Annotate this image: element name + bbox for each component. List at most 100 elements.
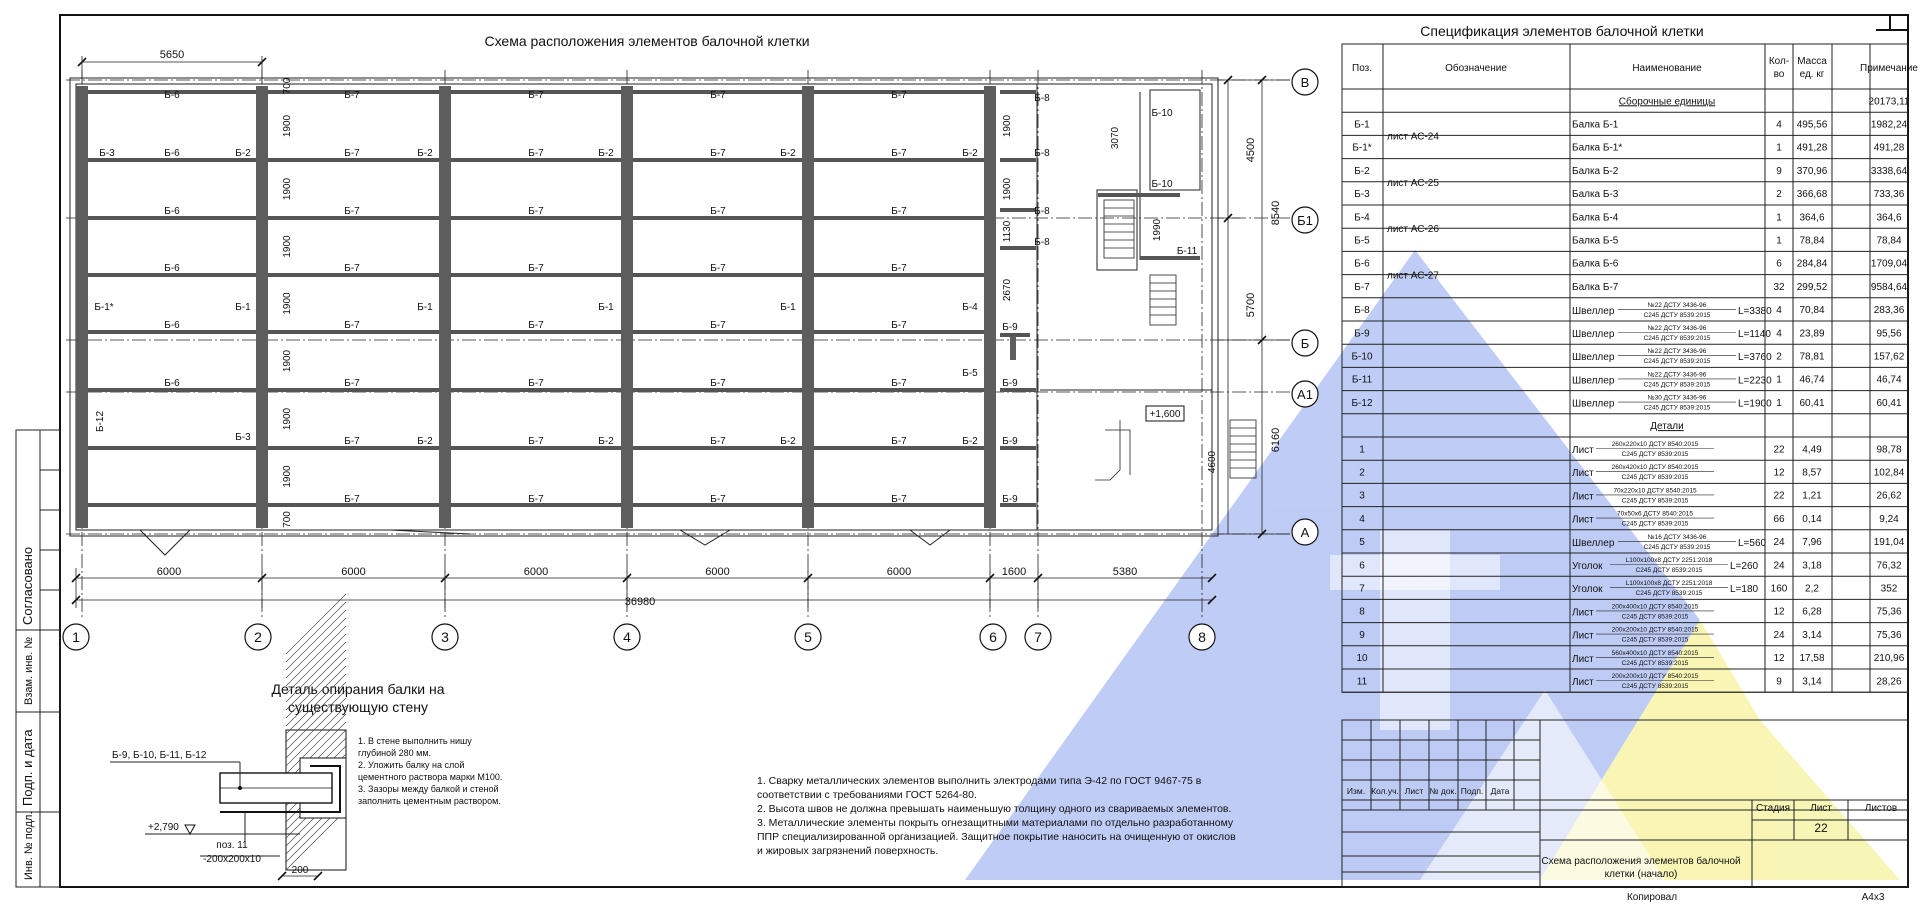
hatch-line (285, 713, 347, 775)
spec-cell-name: Балка Б-4 (1572, 212, 1619, 223)
hatch-line (285, 721, 347, 783)
beam-label: Б-7 (344, 90, 360, 101)
spec-fraction-top: L100х100х8 ДСТУ 2251:2018 (1626, 557, 1713, 564)
beam-label: Б-1 (235, 302, 251, 313)
spec-cell-mass: 0,14 (1802, 514, 1822, 525)
spec-cell-note: 491,28 (1874, 143, 1905, 154)
detail-callout: Б-9, Б-10, Б-11, Б-12 (112, 750, 207, 761)
spec-cell-pos: Б-1* (1352, 143, 1371, 154)
stamp-agreed: Согласовано (20, 547, 35, 625)
bay-dim: 5380 (1113, 566, 1137, 578)
spec-cell-mass: 3,18 (1802, 560, 1822, 571)
tb-col-label: Изм. (1347, 786, 1365, 796)
spec-fraction-bottom: С245 ДСТУ 8539:2015 (1644, 335, 1711, 342)
tb-stage: Стадия (1756, 803, 1790, 814)
beam-label: Б-2 (417, 148, 433, 159)
spec-length: L=3760 (1738, 352, 1772, 363)
beam-label: Б-7 (891, 378, 907, 389)
dim-annex: 4600 (1207, 450, 1218, 473)
beam-label: Б-8 (1034, 237, 1050, 248)
beam-label: Б-7 (528, 378, 544, 389)
beam-label: Б-8 (1034, 148, 1050, 159)
spec-cell-name: Лист (1572, 654, 1594, 665)
spec-cell-qty: 2 (1776, 352, 1782, 363)
hatch-line (285, 593, 347, 655)
spec-cell-note: 46,74 (1876, 375, 1901, 386)
spec-fraction-bottom: С245 ДСТУ 8539:2015 (1622, 613, 1689, 620)
spec-cell-pos: 9 (1359, 630, 1365, 641)
level-mark: +1,600 (1150, 409, 1181, 420)
right-dimensions: 4500 8540 5700 6160 (1218, 75, 1290, 539)
right-dim-4500: 4500 (1245, 138, 1257, 162)
spec-cell-pos: Б-12 (1351, 398, 1372, 409)
dim-col2: 700 (282, 511, 293, 528)
beam-label: Б-2 (598, 436, 614, 447)
spec-sheet-ref: лист АС-26 (1387, 224, 1439, 235)
spec-cell-pos: 11 (1357, 676, 1368, 687)
top-dim-label: 5650 (160, 49, 184, 61)
spec-fraction-top: 70х220х10 ДСТУ 8540:2015 (1613, 487, 1697, 494)
detail-note: 2. Уложить балку на слой (358, 760, 464, 770)
spec-fraction-bottom: С245 ДСТУ 8539:2015 (1622, 521, 1689, 528)
spec-cell-mass: 299,52 (1797, 282, 1828, 293)
spec-length: L=260 (1730, 561, 1759, 572)
beam-label: Б-7 (528, 148, 544, 159)
spec-h-qty: во (1774, 69, 1785, 80)
spec-cell-note: 9,24 (1879, 514, 1899, 525)
spec-cell-pos: Б-5 (1354, 236, 1370, 247)
stamp-inv-number: Инв. № подл. (23, 811, 35, 880)
row-bubble-4 (1291, 518, 1319, 546)
dim-col6: 1900 (1002, 177, 1013, 200)
spec-fraction-bottom: С245 ДСТУ 8539:2015 (1644, 381, 1711, 388)
beam-label: Б-9 (1002, 322, 1018, 333)
spec-fraction-top: 70х50х6 ДСТУ 8540:2015 (1617, 511, 1693, 518)
beam-label: Б-2 (962, 148, 978, 159)
spec-cell-note: 157,62 (1874, 352, 1905, 363)
spec-cell-qty: 32 (1773, 282, 1785, 293)
spec-fraction-bottom: С245 ДСТУ 8539:2015 (1622, 660, 1689, 667)
spec-cell-mass: 78,81 (1799, 352, 1824, 363)
spec-length: L=180 (1730, 584, 1759, 595)
beam-label: Б-7 (891, 263, 907, 274)
beam-label: Б-9 (1002, 378, 1018, 389)
bay-dim: 6000 (157, 566, 181, 578)
beam-label: Б-7 (344, 206, 360, 217)
beam-label: Б-1 (417, 302, 433, 313)
spec-cell-note: 75,36 (1876, 630, 1901, 641)
column-6 (984, 86, 996, 528)
dim-col6: 2670 (1002, 278, 1013, 301)
spec-sheet-ref: лист АС-27 (1387, 271, 1439, 282)
spec-fraction-top: №22 ДСТУ 3436-96 (1648, 348, 1707, 355)
spec-cell-name: Лист (1572, 677, 1594, 688)
beam-label: Б-3 (99, 148, 115, 159)
spec-cell-pos: Б-2 (1354, 166, 1370, 177)
spec-fraction-bottom: С245 ДСТУ 8539:2015 (1622, 474, 1689, 481)
detail-note: глубиной 280 мм. (358, 748, 431, 758)
spec-cell-note: 191,04 (1874, 537, 1905, 548)
spec-fraction-bottom: С245 ДСТУ 8539:2015 (1622, 683, 1689, 690)
dim-col2: 1900 (282, 465, 293, 488)
beam-label: Б-6 (164, 320, 180, 331)
spec-length: L=1900 (1738, 399, 1772, 410)
grid-bubble-8 (1188, 623, 1216, 651)
spec-cell-mass: 8,57 (1802, 468, 1822, 479)
spec-cell-note: 76,32 (1876, 560, 1901, 571)
beam-label: Б-1 (780, 302, 796, 313)
spec-cell-note: 210,96 (1874, 653, 1905, 664)
tb-col-label: Дата (1491, 786, 1510, 796)
spec-cell-name: Балка Б-2 (1572, 166, 1619, 177)
grid-bubble-label: 7 (1034, 629, 1042, 645)
spec-h-qty: Кол- (1769, 56, 1789, 67)
spec-cell-note: 60,41 (1876, 398, 1901, 409)
spec-cell-mass: 46,74 (1799, 375, 1824, 386)
spec-cell-pos: 10 (1356, 653, 1368, 664)
spec-cell-name: Швеллер (1572, 538, 1615, 549)
detail-note: 1. В стене выполнить нишу (358, 736, 472, 746)
spec-fraction-top: №30 ДСТУ 3436-96 (1648, 395, 1707, 402)
spec-h-name: Наименование (1632, 63, 1702, 74)
stamp-sign-date: Подп. и дата (20, 729, 35, 806)
spec-cell-note: 283,36 (1874, 305, 1905, 316)
spec-cell-qty: 4 (1776, 328, 1782, 339)
row-bubble-label: В (1301, 75, 1310, 90)
